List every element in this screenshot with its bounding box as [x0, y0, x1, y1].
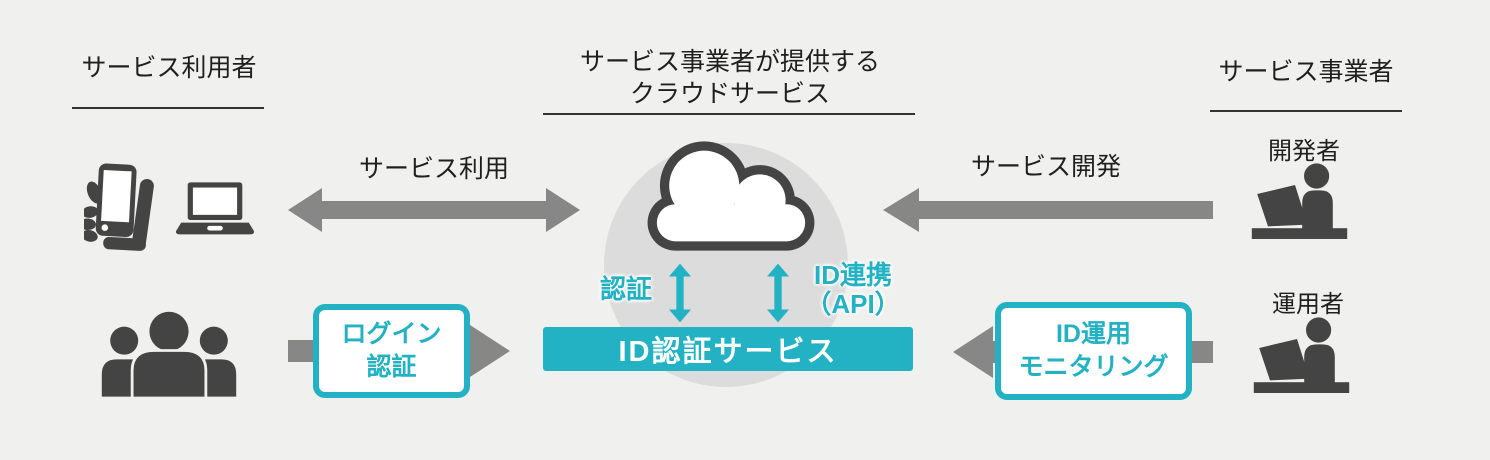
service-use-arrow	[288, 188, 580, 232]
smartphone-in-hand-icon	[84, 163, 154, 251]
id-ops-line1: ID運用	[1055, 320, 1131, 348]
login-auth-line1: ログイン	[341, 320, 442, 348]
id-ops-line2: モニタリング	[1018, 353, 1169, 381]
provider-title-underline	[1210, 110, 1402, 112]
id-link-label-line1: ID連携	[813, 260, 892, 290]
id-auth-service-box: ID認証サービス	[543, 327, 913, 371]
users-title-underline	[72, 107, 264, 109]
id-ops-box: ID運用 モニタリング	[995, 302, 1192, 400]
operator-label: 運用者	[1272, 291, 1344, 318]
operator-icon	[1253, 317, 1350, 393]
cloud-title-line1: サービス事業者が提供する	[579, 48, 880, 76]
id-link-label: ID連携 （API）	[793, 261, 913, 319]
cloud-section-title: サービス事業者が提供する クラウドサービス	[545, 46, 915, 110]
user-group-icon	[101, 308, 237, 400]
cloud-icon	[647, 141, 815, 251]
developer-label: 開発者	[1268, 138, 1340, 165]
service-use-label: サービス利用	[358, 155, 509, 183]
provider-section-title: サービス事業者	[1218, 58, 1394, 86]
login-auth-box: ログイン 認証	[313, 304, 470, 398]
id-link-vertical-arrow	[767, 263, 789, 323]
developer-icon	[1251, 163, 1348, 239]
users-section-title: サービス利用者	[81, 54, 257, 82]
auth-label: 認証	[599, 274, 652, 304]
laptop-icon	[176, 182, 254, 235]
id-link-label-line2: （API）	[805, 289, 901, 319]
auth-vertical-arrow	[669, 263, 691, 323]
service-dev-arrow	[883, 188, 1213, 232]
login-auth-line2: 認証	[366, 353, 417, 381]
service-dev-label: サービス開発	[970, 153, 1121, 181]
cloud-title-line2: クラウドサービス	[629, 80, 830, 108]
cloud-title-underline	[543, 113, 915, 115]
